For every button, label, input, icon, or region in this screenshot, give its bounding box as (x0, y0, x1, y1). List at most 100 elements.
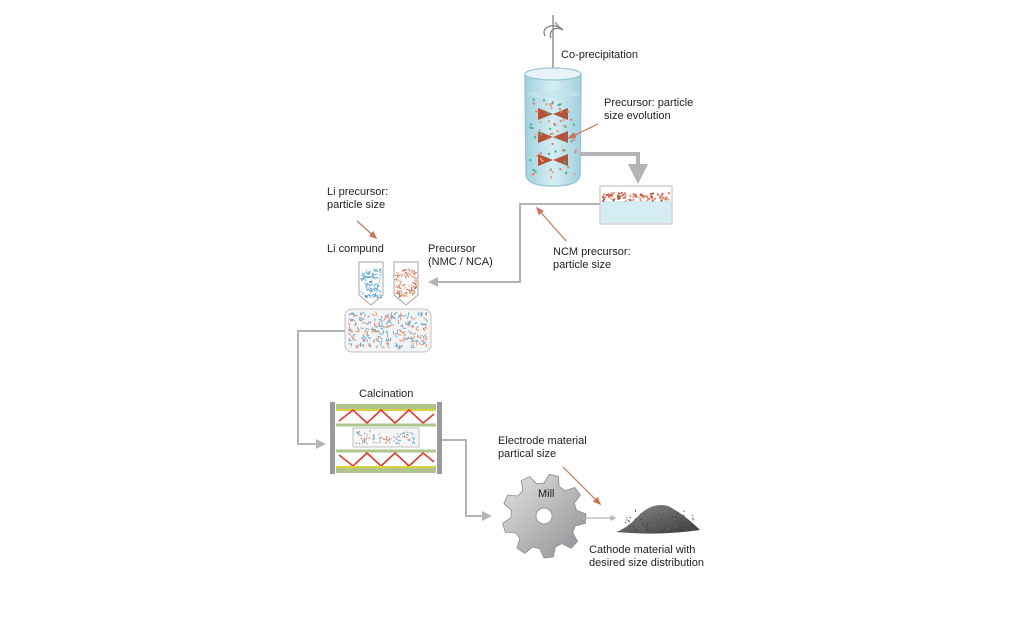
particle (549, 132, 552, 136)
particle (408, 320, 411, 324)
particle (567, 110, 570, 114)
particle (646, 194, 649, 197)
particle (413, 442, 416, 445)
particle (412, 440, 414, 443)
particle (401, 338, 405, 342)
particle (372, 438, 374, 441)
particle (541, 159, 544, 163)
particle (393, 436, 395, 438)
particle (612, 191, 616, 195)
particle (413, 271, 417, 274)
particle (660, 511, 662, 513)
particle (535, 154, 539, 158)
particle (660, 194, 663, 197)
particle (424, 326, 428, 329)
particle (681, 523, 683, 525)
particle (394, 311, 398, 315)
particle (373, 283, 377, 287)
particle (360, 337, 365, 340)
particle (651, 199, 654, 202)
particle (378, 276, 382, 281)
particle (421, 339, 425, 342)
annotation-arrow-electrode-material (562, 466, 602, 506)
particle (559, 119, 563, 123)
particle (378, 442, 381, 444)
particle (422, 328, 425, 332)
particle (401, 294, 404, 298)
particle (358, 431, 360, 434)
particle (395, 334, 398, 338)
particle (387, 316, 391, 320)
particle (396, 289, 400, 293)
particle (361, 442, 364, 444)
particle (574, 150, 577, 154)
particle (412, 274, 416, 277)
particle (401, 269, 405, 272)
particle (378, 296, 383, 299)
particle (407, 431, 409, 433)
annotation-arrow-li-precursor (356, 220, 378, 240)
particle (372, 339, 376, 343)
particle (389, 324, 393, 327)
particle (663, 510, 665, 513)
particle (390, 438, 392, 440)
particle (359, 317, 361, 321)
particle (603, 196, 607, 199)
particle (419, 313, 423, 317)
particle (408, 439, 411, 442)
particle (634, 518, 637, 520)
particle (378, 333, 382, 335)
particle (397, 319, 400, 323)
particle (691, 529, 693, 531)
particle (365, 438, 368, 440)
particle (554, 136, 557, 140)
particle (531, 127, 534, 130)
particle (534, 170, 537, 173)
annotation-arrow-particle-size-evolution (567, 123, 599, 139)
particle (634, 529, 636, 531)
particle (425, 344, 428, 348)
label-mill: Mill (538, 488, 555, 500)
annotation-arrow-ncm-precursor (535, 206, 567, 242)
particle (371, 275, 376, 279)
particle (410, 283, 414, 287)
particle (680, 517, 683, 519)
particle (547, 120, 551, 123)
particle (626, 517, 628, 519)
particle (675, 525, 677, 527)
particle (529, 158, 532, 162)
particle (683, 510, 685, 512)
particle (394, 291, 398, 295)
particle (366, 434, 368, 436)
particle (372, 294, 375, 298)
particle (637, 196, 640, 199)
label-electrode-material-size: Electrode material partical size (498, 435, 587, 460)
particle (644, 512, 646, 514)
particle (373, 288, 376, 292)
particle (632, 196, 635, 199)
particle (358, 319, 362, 322)
particle (379, 437, 382, 439)
particle (659, 197, 662, 200)
particle (396, 285, 399, 289)
gear-icon (502, 473, 587, 559)
label-calcination: Calcination (359, 388, 414, 400)
particle (354, 321, 357, 325)
particle (366, 282, 369, 286)
particle (539, 151, 543, 155)
particle (653, 197, 656, 200)
particle (395, 342, 398, 346)
particle (613, 198, 616, 201)
particle (363, 438, 366, 440)
particle (399, 439, 401, 442)
particle (665, 198, 668, 201)
particle (360, 317, 363, 321)
particle (392, 440, 395, 442)
particle (684, 529, 686, 531)
particle (415, 325, 419, 329)
particle (413, 332, 417, 336)
particle (405, 274, 410, 277)
particle (355, 442, 357, 444)
particle (358, 434, 360, 436)
particle (648, 510, 650, 512)
